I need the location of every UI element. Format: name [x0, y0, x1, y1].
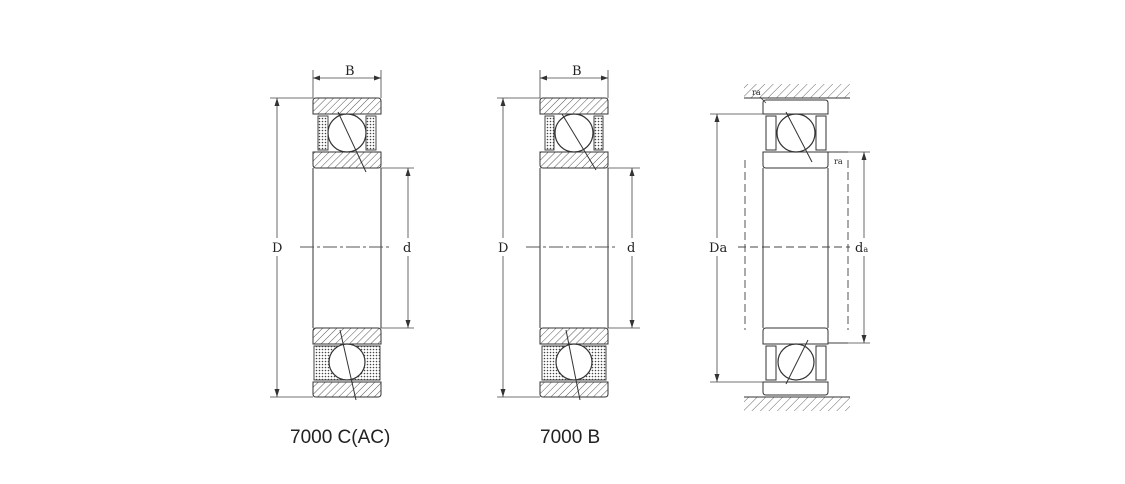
arrow-head: [629, 320, 635, 328]
outer-label-d: D: [498, 241, 508, 256]
housing-wall-bottom: [744, 397, 850, 411]
label-main: r: [752, 88, 756, 97]
ball: [555, 343, 593, 381]
bearing-section-top: [762, 99, 829, 169]
inner-label-d: d: [403, 241, 411, 256]
figure-mounting-dimensions: Da da ra ra: [707, 84, 875, 411]
figure-caption: 7000 C(AC): [290, 427, 390, 448]
label-sub: a: [838, 157, 843, 166]
arrow-head: [540, 75, 547, 81]
figure-caption: 7000 B: [540, 427, 600, 448]
arrow-head: [500, 389, 506, 397]
contact-angle-line: [561, 113, 597, 171]
contact-angle-line: [785, 339, 809, 385]
outer-ring: [539, 381, 609, 398]
cage-right: [365, 115, 377, 151]
shaft-fillet-label: ra: [834, 157, 843, 166]
contact-angle-line: [565, 329, 581, 401]
label-sub: a: [756, 88, 761, 97]
housing-fillet-leader: [759, 96, 767, 104]
cage-right: [815, 115, 827, 151]
arrow-head: [405, 320, 411, 328]
arrow-head: [374, 75, 381, 81]
label-background: [268, 238, 286, 256]
contact-angle-line: [337, 111, 367, 173]
housing-shoulder-label: Da: [709, 241, 727, 256]
housing-fillet-label: ra: [752, 88, 761, 97]
inner-ring: [539, 151, 609, 169]
label-background: [625, 238, 639, 256]
inner-ring: [762, 151, 829, 169]
cage-right: [593, 115, 604, 151]
arrow-head: [601, 75, 608, 81]
label-background: [401, 238, 415, 256]
bearing-section-top: [312, 97, 382, 173]
shaft-shoulder-label: da: [855, 241, 868, 256]
label-background: [707, 238, 733, 256]
arrow-head: [500, 98, 506, 106]
outer-label-d: D: [272, 241, 282, 256]
bearing-section-bottom: [312, 327, 382, 401]
label-main: D: [709, 241, 719, 256]
arrow-head: [313, 75, 320, 81]
cage-left: [317, 115, 329, 151]
inner-ring: [312, 151, 382, 169]
label-main: d: [855, 241, 863, 256]
outer-ring: [762, 99, 829, 115]
cage-left: [765, 115, 777, 151]
cage-left: [544, 115, 555, 151]
outer-ring: [539, 97, 609, 115]
arrow-head: [861, 152, 867, 160]
label-sub: a: [719, 241, 727, 256]
arrow-head: [714, 374, 720, 382]
width-label-b: B: [572, 64, 582, 79]
label-sub: a: [863, 245, 868, 254]
cage-right: [815, 345, 827, 381]
arrow-head: [861, 335, 867, 343]
inner-ring: [539, 327, 609, 345]
contact-angle-line: [785, 111, 813, 163]
bearing-section-bottom: [762, 327, 829, 396]
ball: [776, 113, 816, 153]
bearing-section-top: [539, 97, 609, 171]
arrow-head: [274, 98, 280, 106]
inner-ring: [312, 327, 382, 345]
arrow-head: [405, 168, 411, 176]
label-background: [494, 238, 512, 256]
figure-7000-c-ac: B D d: [268, 64, 415, 448]
arrow-head: [274, 389, 280, 397]
arrow-head: [714, 114, 720, 122]
inner-label-d: d: [627, 241, 635, 256]
cage-left: [765, 345, 777, 381]
housing-wall-top: [744, 84, 850, 98]
ball: [327, 113, 367, 153]
label-background: [853, 238, 875, 256]
bearing-section-bottom: [539, 327, 609, 401]
width-label-b: B: [345, 64, 355, 79]
figure-7000-b: B D d 7000: [494, 64, 640, 448]
outer-ring: [312, 97, 382, 115]
outer-ring: [762, 381, 829, 396]
ball: [777, 343, 815, 381]
arrow-head: [629, 168, 635, 176]
label-main: r: [834, 157, 838, 166]
inner-ring: [762, 327, 829, 345]
contact-angle-line: [339, 329, 357, 401]
outer-ring: [312, 381, 382, 398]
